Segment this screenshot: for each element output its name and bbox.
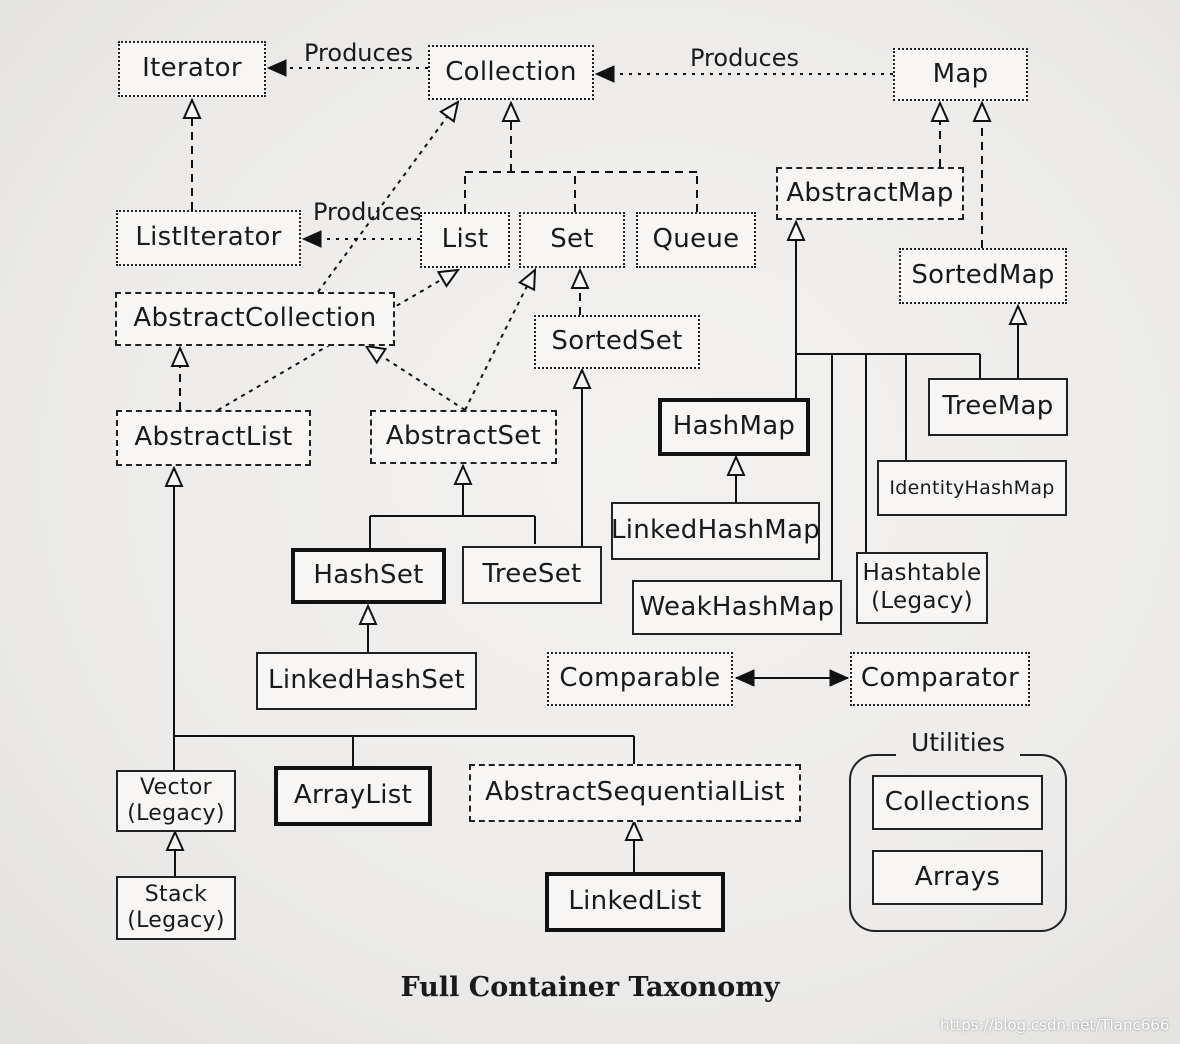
node-treeset: TreeSet <box>462 546 602 604</box>
node-abstractmap: AbstractMap <box>776 167 964 220</box>
node-sortedset: SortedSet <box>534 315 700 369</box>
edge-abstractset-abstractcollection <box>366 346 466 411</box>
node-linkedhashmap: LinkedHashMap <box>611 502 820 560</box>
node-queue: Queue <box>636 212 756 268</box>
produces-label-iterator: Produces <box>304 39 413 67</box>
node-abstractset: AbstractSet <box>370 410 557 464</box>
utilities-title: Utilities <box>896 728 1020 758</box>
node-identityhashmap: IdentityHashMap <box>877 460 1067 516</box>
node-hashmap: HashMap <box>658 398 810 456</box>
edge-abstractset-set <box>464 270 535 411</box>
node-comparable: Comparable <box>547 652 733 706</box>
node-linkedhashset: LinkedHashSet <box>256 652 477 710</box>
node-hashset: HashSet <box>291 548 446 604</box>
node-vector: Vector (Legacy) <box>116 770 236 832</box>
node-abstractlist: AbstractList <box>116 410 311 466</box>
produces-label-collection: Produces <box>690 44 799 72</box>
node-linkedlist: LinkedList <box>545 872 725 932</box>
edge-abstractcollection-collection <box>317 102 458 293</box>
node-collections: Collections <box>872 775 1043 830</box>
node-weakhashmap: WeakHashMap <box>632 580 842 635</box>
figure-caption: Full Container Taxonomy <box>400 972 780 1003</box>
node-listiterator: ListIterator <box>116 210 301 266</box>
node-abstractsequentiallist: AbstractSequentialList <box>469 764 801 822</box>
watermark: https://blog.csdn.net/Tlanc666 <box>940 1016 1170 1034</box>
node-comparator: Comparator <box>850 652 1030 706</box>
produces-label-listiterator: Produces <box>313 198 422 226</box>
node-iterator: Iterator <box>118 41 266 97</box>
node-arrays: Arrays <box>872 850 1043 905</box>
node-stack: Stack (Legacy) <box>116 876 236 940</box>
node-arraylist: ArrayList <box>274 766 432 826</box>
node-hashtable: Hashtable (Legacy) <box>856 552 988 624</box>
node-sortedmap: SortedMap <box>899 248 1067 304</box>
node-list: List <box>420 212 510 268</box>
node-treemap: TreeMap <box>928 378 1068 436</box>
node-collection: Collection <box>428 45 594 100</box>
node-abstractcollection: AbstractCollection <box>115 292 395 346</box>
node-set: Set <box>519 212 625 268</box>
node-map: Map <box>893 48 1028 101</box>
